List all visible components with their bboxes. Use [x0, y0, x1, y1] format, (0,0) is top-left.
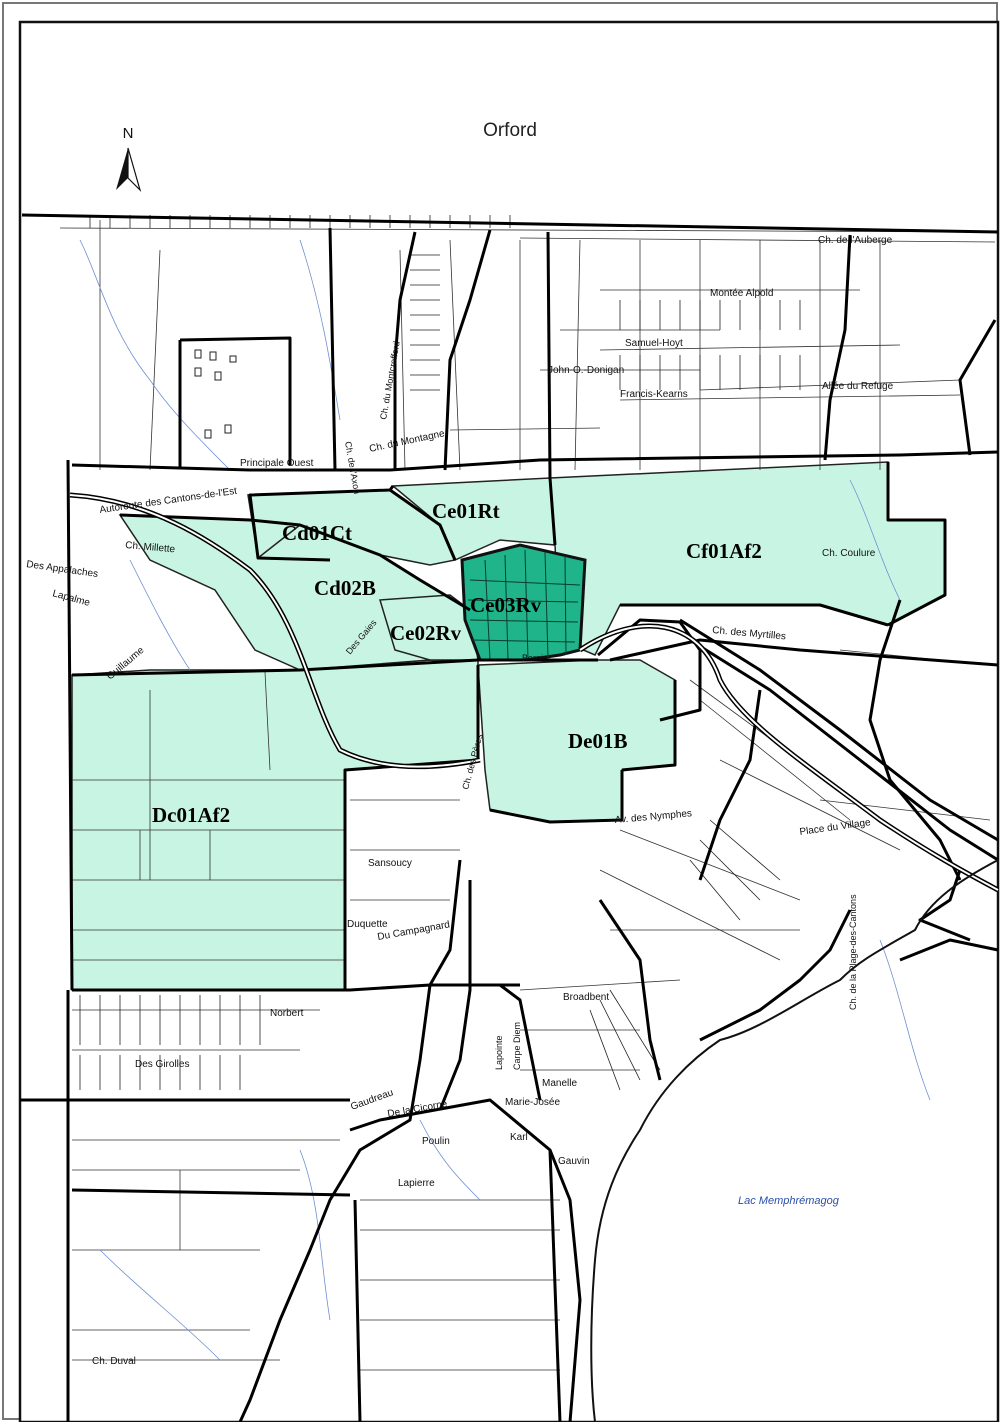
- street-label: Ch. Millette: [125, 540, 176, 555]
- street-label: Karl: [510, 1132, 528, 1143]
- street-label: Norbert: [270, 1008, 304, 1019]
- north-arrow-label: N: [123, 125, 134, 142]
- village-streets: [467, 549, 581, 661]
- parcel-lines: [59, 220, 996, 1371]
- zone-label-cd01ct: Cd01Ct: [282, 521, 352, 545]
- street-label: Lapointe: [494, 1035, 504, 1070]
- street-label: Ch. Coulure: [822, 548, 876, 559]
- street-label: Bernier: [522, 653, 551, 663]
- lake-shoreline: [590, 859, 999, 1423]
- zone-label-ce02rv: Ce02Rv: [390, 621, 462, 645]
- streams: [79, 239, 931, 1361]
- street-label: Marie-Josée: [505, 1097, 560, 1108]
- street-label: Poulin: [422, 1136, 450, 1147]
- zone-label-ce03rv: Ce03Rv: [470, 593, 542, 617]
- street-label: Sansoucy: [368, 858, 412, 869]
- street-label: Des Girolles: [135, 1059, 189, 1070]
- zone-label-dc01af2: Dc01Af2: [152, 803, 230, 827]
- zone-label-de01b: De01B: [568, 729, 628, 753]
- street-label: Ch. de la Plage-des-Cantons: [848, 894, 858, 1010]
- zone-label-ce01rt: Ce01Rt: [432, 499, 500, 523]
- zone-ce03rv[interactable]: [460, 543, 587, 662]
- street-label: Ch. de l'Auberge: [818, 235, 893, 246]
- zone-labels: Ce01Rt Cd01Ct Cd02B Ce03Rv Ce02Rv Cf01Af…: [152, 499, 762, 827]
- buildings: [194, 349, 237, 439]
- lake-label: Lac Memphrémagog: [738, 1195, 840, 1207]
- zone-label-cd02b: Cd02B: [314, 576, 376, 600]
- top-area-label: Orford: [483, 120, 537, 141]
- street-label: Manelle: [542, 1078, 577, 1089]
- street-label: Carpe Diem: [512, 1022, 522, 1070]
- street-label: Francis-Kearns: [620, 389, 688, 400]
- north-arrow: N: [116, 125, 142, 193]
- zone-label-cf01af2: Cf01Af2: [686, 539, 762, 563]
- street-label: Allée du Refuge: [822, 381, 894, 392]
- street-label: John-O.-Donigan: [548, 365, 624, 376]
- street-label: Broadbent: [563, 992, 609, 1003]
- street-label: Principale Ouest: [240, 458, 314, 469]
- street-label: Lapierre: [398, 1178, 435, 1189]
- north-arrow-icon: [116, 148, 128, 190]
- zone-boundaries: [20, 213, 999, 1423]
- parcel-hatching: [79, 215, 801, 1091]
- street-label: Duquette: [347, 919, 388, 930]
- street-label: Samuel-Hoyt: [625, 338, 683, 349]
- street-label: Gauvin: [558, 1156, 590, 1167]
- street-label: Montée Alpold: [710, 288, 773, 299]
- street-label: Ch. Duval: [92, 1356, 136, 1367]
- highway: [69, 492, 1000, 893]
